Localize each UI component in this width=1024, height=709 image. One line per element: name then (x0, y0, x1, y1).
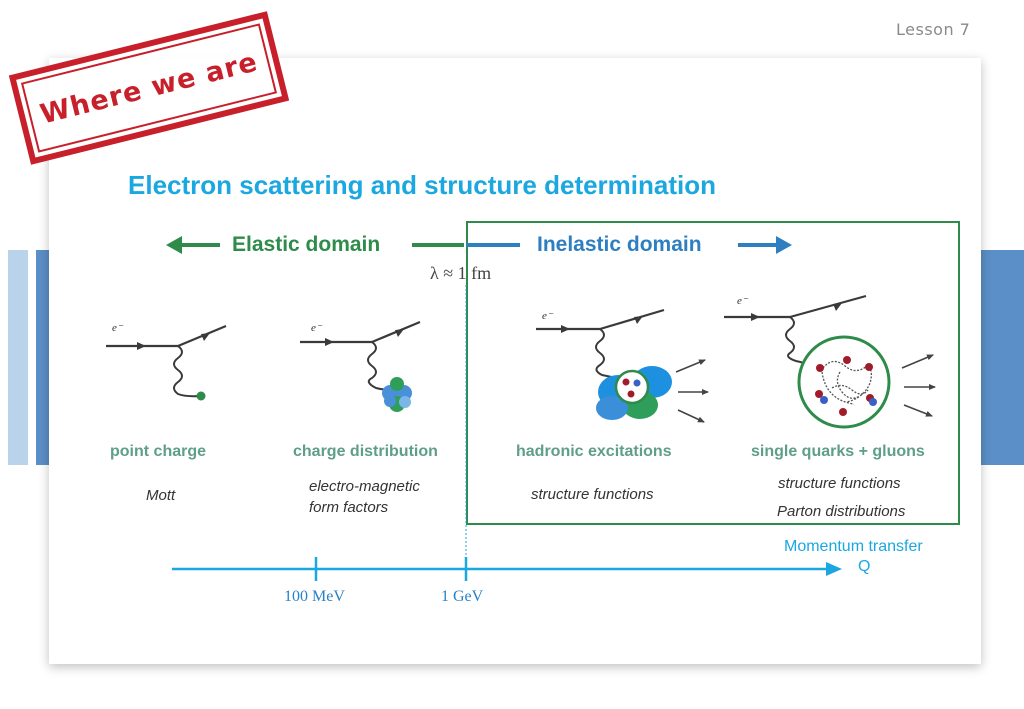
left-accent-bar-dark (36, 250, 49, 465)
charge-distribution-diagram: e⁻ (300, 320, 421, 412)
electron-symbol: e⁻ (112, 322, 124, 334)
inelastic-domain-box (466, 221, 960, 525)
electron-symbol: e⁻ (311, 322, 323, 334)
elastic-domain-label: Elastic domain (232, 233, 381, 256)
right-accent-bar (981, 250, 1024, 465)
wavelength-label: λ ≈ 1 fm (430, 263, 492, 283)
lesson-label: Lesson 7 (896, 20, 971, 39)
electron-symbol: e⁻ (542, 310, 554, 322)
point-charge-dot (196, 391, 206, 401)
momentum-axis (172, 557, 842, 581)
slide-title: Electron scattering and structure determ… (128, 170, 717, 200)
inelastic-domain-label: Inelastic domain (537, 233, 702, 256)
desc-em-line1: electro-magnetic (309, 478, 420, 495)
desc-parton-distributions: Parton distributions (777, 503, 906, 520)
hadronic-excitations-diagram: e⁻ (536, 308, 709, 423)
desc-em-line2: form factors (309, 499, 389, 516)
desc-structure-functions-2: structure functions (778, 475, 901, 492)
tick-label-100mev: 100 MeV (284, 588, 345, 605)
inelastic-right-arrow (738, 236, 792, 254)
panel-label-point-charge: point charge (110, 443, 207, 460)
panel-label-charge-distribution: charge distribution (293, 443, 438, 460)
electron-symbol: e⁻ (737, 295, 749, 307)
axis-caption: Momentum transfer (784, 538, 923, 555)
left-accent-bar-light (8, 250, 28, 465)
tick-label-1gev: 1 GeV (441, 588, 484, 605)
axis-variable: Q (858, 558, 871, 575)
desc-mott: Mott (146, 487, 176, 504)
desc-structure-functions: structure functions (531, 486, 654, 503)
point-charge-diagram: e⁻ (106, 322, 227, 401)
panel-label-hadronic-excitations: hadronic excitations (516, 443, 672, 460)
panel-label-quarks-gluons: single quarks + gluons (751, 443, 925, 460)
quarks-gluons-diagram: e⁻ (724, 294, 936, 429)
elastic-left-arrow (166, 236, 220, 254)
